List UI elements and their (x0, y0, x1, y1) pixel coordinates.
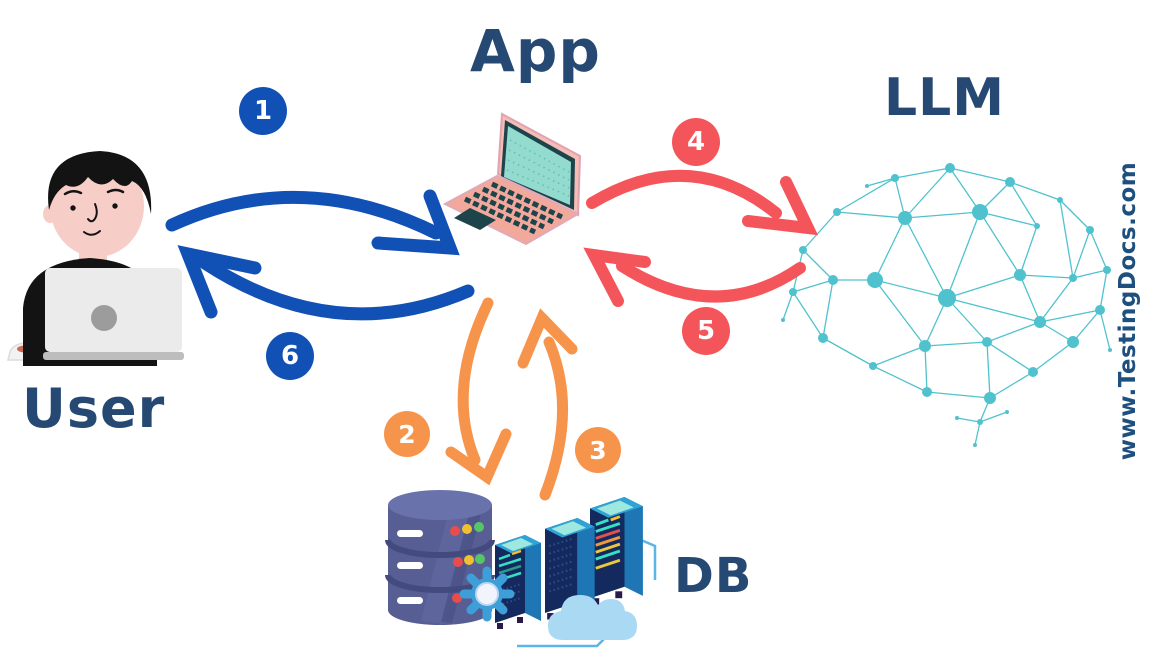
app-label: App (470, 17, 601, 85)
gear-icon (459, 566, 515, 622)
llm-label: LLM (884, 68, 1006, 128)
database-servers-cloud-icon (385, 490, 657, 648)
step-badge-5: 5 (682, 307, 730, 355)
db-label: DB (674, 548, 753, 604)
arrow-app-to-db (445, 297, 512, 486)
watermark-text: www.TestingDocs.com (1115, 161, 1141, 461)
arrow-app-to-user (177, 245, 475, 321)
laptop-icon (442, 112, 582, 246)
arrow-llm-to-app (583, 247, 806, 307)
step-badge-6: 6 (266, 332, 314, 380)
cloud-icon (548, 595, 637, 640)
step-badge-4: 4 (672, 118, 720, 166)
step-badge-3: 3 (575, 427, 621, 473)
user-label: User (22, 377, 166, 440)
step-badge-2: 2 (384, 411, 430, 457)
neural-network-brain-icon (781, 163, 1112, 447)
person-at-laptop-icon (7, 151, 184, 366)
arrow-db-to-app (517, 308, 578, 501)
step-badge-1: 1 (239, 87, 287, 135)
arrow-user-to-app (165, 189, 460, 256)
